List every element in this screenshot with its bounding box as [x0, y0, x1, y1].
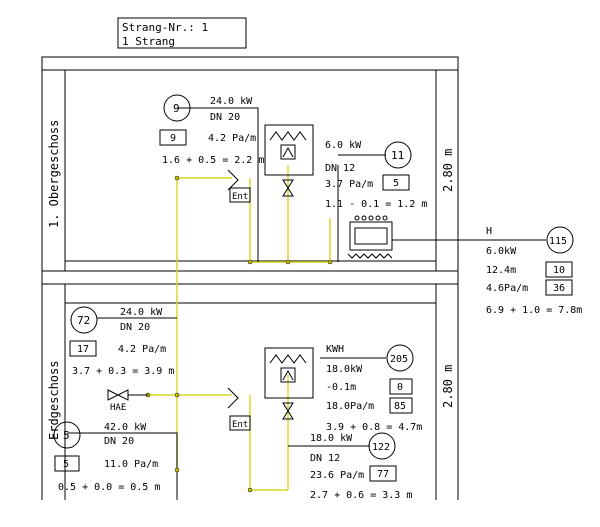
node-9-dn: DN 20 [210, 112, 240, 123]
node-205-length: 3.9 + 0.8 = 4.7m [326, 422, 422, 433]
node-11-pressure: 3.7 Pa/m [325, 179, 373, 190]
node-9-id: 9 [173, 102, 180, 115]
node-11-id: 11 [391, 149, 404, 162]
node-11: 11 6.0 kW DN 12 3.7 Pa/m 5 1.1 - 0.1 = 1… [325, 140, 427, 210]
node-205-distance: -0.1m [326, 382, 356, 393]
node-5-box: 5 [63, 459, 69, 470]
node-9-box: 9 [170, 133, 176, 144]
heater-ground [264, 347, 314, 399]
hae-valve: HAE [107, 389, 148, 413]
node-115-box2: 36 [553, 283, 565, 294]
node-9-power: 24.0 kW [210, 96, 253, 107]
node-122-dn: DN 12 [310, 453, 340, 464]
node-5-pressure: 11.0 Pa/m [104, 459, 158, 470]
node-115-length: 6.9 + 1.0 = 7.8m [486, 305, 582, 316]
floor-height-ground: 2.80 m [441, 365, 455, 408]
strand-name-label: 1 Strang [122, 35, 175, 48]
node-11-length: 1.1 - 0.1 = 1.2 m [325, 199, 427, 210]
stove-unit [347, 215, 393, 259]
node-205-pressure: 18.0Pa/m [326, 401, 374, 412]
node-5-id: 5 [63, 429, 70, 442]
node-11-dn: DN 12 [325, 163, 355, 174]
node-9: 9 24.0 kW DN 20 9 4.2 Pa/m 1.6 + 0.5 = 2… [159, 94, 264, 166]
node-205-box1: 0 [397, 382, 403, 393]
strand-number-label: Strang-Nr.: 1 [122, 21, 208, 34]
node-72-id: 72 [77, 314, 90, 327]
node-115-label: H [486, 226, 492, 237]
vent-ground: Ent [227, 387, 251, 431]
node-11-box: 5 [393, 178, 399, 189]
hae-label: HAE [110, 403, 126, 413]
node-122: 122 18.0 kW DN 12 23.6 Pa/m 77 2.7 + 0.6… [310, 432, 412, 501]
node-5-dn: DN 20 [104, 436, 134, 447]
node-205-power: 18.0kW [326, 364, 363, 375]
node-72-pressure: 4.2 Pa/m [118, 344, 166, 355]
supply-pipes [148, 165, 331, 491]
node-122-box: 77 [377, 469, 389, 480]
vent-upper: Ent [227, 169, 251, 203]
junction-dots [145, 175, 333, 493]
node-11-power: 6.0 kW [325, 140, 362, 151]
node-115-power: 6.0kW [486, 246, 517, 257]
floor-height-upper: 2.80 m [441, 149, 455, 192]
node-122-id: 122 [372, 442, 390, 453]
valve-ground [282, 402, 294, 420]
node-122-length: 2.7 + 0.6 = 3.3 m [310, 490, 412, 501]
node-9-length: 1.6 + 0.5 = 2.2 m [162, 155, 264, 166]
node-115-distance: 12.4m [486, 265, 516, 276]
floor-name-ground: Erdgeschoss [47, 361, 61, 440]
strand-header: Strang-Nr.: 1 1 Strang [117, 17, 247, 49]
node-72: 72 24.0 kW DN 20 17 4.2 Pa/m 3.7 + 0.3 =… [69, 306, 174, 377]
node-72-length: 3.7 + 0.3 = 3.9 m [72, 366, 174, 377]
node-5-length: 0.5 + 0.0 = 0.5 m [58, 482, 160, 493]
node-205-box2: 85 [394, 401, 406, 412]
node-205-id: 205 [390, 354, 408, 365]
vent-ground-label: Ent [232, 420, 248, 430]
node-205-label: KWH [326, 344, 344, 355]
vent-upper-label: Ent [232, 192, 248, 202]
node-5-power: 42.0 kW [104, 422, 147, 433]
node-122-pressure: 23.6 Pa/m [310, 470, 364, 481]
floor-name-upper: 1. Obergeschoss [47, 120, 61, 228]
node-115-pressure: 4.6Pa/m [486, 283, 528, 294]
valve-upper [282, 179, 294, 197]
node-115-id: 115 [549, 236, 567, 247]
node-205: 205 KWH 18.0kW -0.1m 0 18.0Pa/m 85 3.9 +… [326, 344, 422, 433]
node-122-power: 18.0 kW [310, 433, 353, 444]
node-9-pressure: 4.2 Pa/m [208, 133, 256, 144]
node-72-power: 24.0 kW [120, 307, 163, 318]
node-5: 5 42.0 kW DN 20 5 11.0 Pa/m 0.5 + 0.0 = … [53, 421, 160, 493]
node-72-dn: DN 20 [120, 322, 150, 333]
node-72-box: 17 [77, 344, 89, 355]
node-115: 115 H 6.0kW 12.4m 10 4.6Pa/m 36 6.9 + 1.… [486, 226, 582, 316]
node-115-box1: 10 [553, 265, 565, 276]
return-pipes [67, 107, 546, 500]
heater-upper [264, 124, 314, 176]
